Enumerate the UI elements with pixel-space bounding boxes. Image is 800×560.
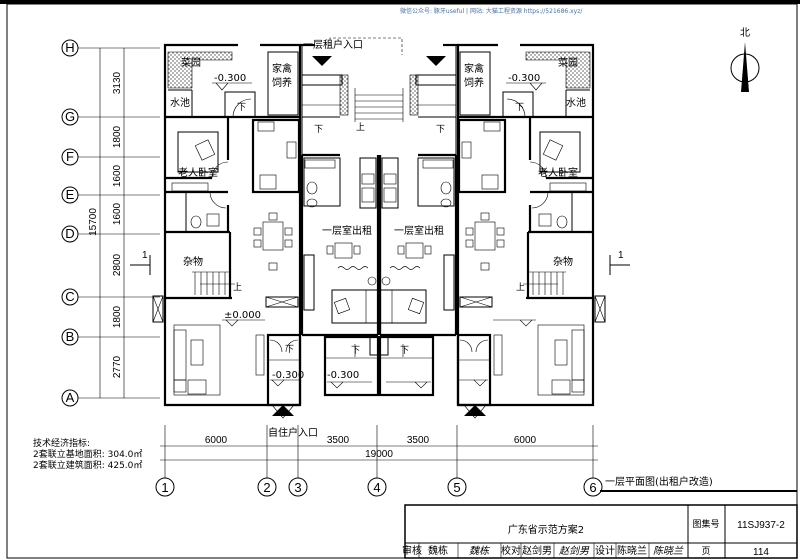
north-arrow-icon: [741, 42, 749, 92]
label-garden-right: 菜园: [558, 57, 578, 69]
axis-E: E: [66, 187, 75, 202]
label-down-stair-right: 下: [436, 125, 445, 135]
label-elder-bedroom-right: 老人卧室: [538, 166, 578, 179]
tech-indicators: 技术经济指标: 2套联立基地面积: 304.0㎡ 2套联立建筑面积: 425.0…: [33, 437, 142, 471]
checker-name: 赵剑男: [522, 544, 552, 557]
axis-4: 4: [373, 480, 380, 495]
dim-v-1: 3130: [112, 71, 123, 94]
design-label: 设计: [595, 544, 615, 557]
axis-H: H: [65, 40, 74, 55]
label-down-left-1: 下: [237, 103, 246, 113]
label-down-stair-left: 下: [314, 125, 323, 135]
atlas-label: 图集号: [692, 518, 719, 530]
axis-2: 2: [263, 480, 270, 495]
dim-v-6: 1800: [112, 305, 123, 328]
check-label: 校对: [501, 544, 521, 557]
watermark-banner: 微信公众号: 豚牙useful | 网站: 大猫工程资源 https://521…: [400, 7, 583, 15]
axis-D: D: [65, 226, 74, 241]
review-label: 审核: [402, 544, 422, 557]
label-poultry-right-1: 家禽: [464, 62, 484, 75]
section-mark-right: 1: [618, 250, 624, 261]
label-up-stair: 上: [356, 122, 365, 133]
level-garden-left: -0.300: [214, 73, 246, 84]
label-poultry-right-2: 饲养: [464, 76, 484, 89]
dim-v-4: 1600: [112, 202, 123, 225]
dim-v-3: 1600: [112, 164, 123, 187]
label-elder-bedroom-left: 老人卧室: [178, 166, 218, 179]
axis-C: C: [65, 289, 74, 304]
drawing-title: 一层平面图(出租户改造): [605, 475, 713, 488]
label-down-right-1: 下: [515, 103, 524, 113]
tech-site-area: 2套联立基地面积: 304.0㎡: [33, 448, 142, 460]
axis-G: G: [65, 109, 75, 124]
dim-v-7: 2770: [112, 355, 123, 378]
rental-right: [377, 43, 458, 397]
dim-v-2: 1800: [112, 125, 123, 148]
label-storage-left: 杂物: [183, 255, 203, 268]
level-living-left: ±0.000: [224, 310, 261, 321]
scheme-title: 广东省示范方案2: [508, 523, 584, 536]
page-number: 114: [753, 547, 769, 558]
axis-B: B: [66, 329, 75, 344]
level-porch-left: -0.300: [272, 370, 304, 381]
designer-name: 陈晓兰: [617, 544, 647, 557]
room-labels: 菜园 水池 家禽 饲养 -0.300 下 老人卧室 杂物 上 ±0.000 -0…: [170, 38, 586, 439]
axis-3: 3: [294, 480, 301, 495]
north-label: 北: [740, 27, 750, 39]
level-garden-right: -0.300: [508, 73, 540, 84]
label-rental-right: 一层室出租: [394, 224, 444, 237]
north-arrow: 北: [730, 27, 760, 92]
label-down-rental-right: 下: [400, 346, 409, 356]
label-owner-entrance: 自住户入口: [268, 426, 318, 439]
page-label: 页: [701, 546, 710, 557]
label-poultry-left-2: 饲养: [272, 76, 292, 89]
grid-axes-rows: H G F E D C B A 3130 1800 1600 1600 2800…: [61, 39, 160, 407]
section-marks: 1 1: [130, 250, 630, 275]
axis-A: A: [66, 390, 75, 405]
label-down-left-2: 下: [285, 345, 294, 355]
top-border: [0, 0, 800, 4]
label-down-rental-left: 下: [351, 346, 360, 356]
dim-h-3: 3500: [407, 435, 430, 446]
axis-F: F: [66, 149, 74, 164]
sheet-frame: [6, 3, 798, 559]
reviewer-signature: 魏栋: [469, 545, 491, 557]
grid-axes-cols: 1 2 3 4 5 6 6000 3500 3500 6000 19000: [155, 425, 603, 497]
section-mark-left: 1: [142, 250, 148, 261]
dim-v-5: 2800: [112, 253, 123, 276]
label-up-left: 上: [233, 282, 242, 293]
axis-1: 1: [161, 480, 168, 495]
checker-signature: 赵剑男: [559, 545, 590, 557]
building-plan: [151, 37, 607, 420]
rental-left: [300, 43, 381, 397]
tech-floor-area: 2套联立建筑面积: 425.0㎡: [33, 459, 142, 471]
dim-h-2: 3500: [327, 435, 350, 446]
title-block: 广东省示范方案2 图集号 11SJ937-2 审核 魏栋 魏栋 校对 赵剑男 赵…: [402, 504, 798, 559]
label-up-right: 上: [516, 282, 525, 293]
label-garden-left: 菜园: [181, 57, 201, 69]
label-rental-left: 一层室出租: [322, 224, 372, 237]
reviewer-name: 魏栋: [428, 544, 448, 557]
label-poultry-left-1: 家禽: [272, 62, 292, 75]
label-tenant-entrance: 一层租户入口: [303, 38, 363, 51]
dim-h-total: 19000: [365, 449, 393, 460]
dim-h-4: 6000: [514, 435, 537, 446]
axis-6: 6: [589, 480, 596, 495]
tech-title: 技术经济指标:: [33, 437, 90, 449]
level-rental-porch: -0.300: [327, 370, 359, 381]
atlas-number: 11SJ937-2: [737, 520, 785, 531]
designer-signature: 陈晓兰: [653, 545, 684, 557]
dim-v-total: 15700: [88, 208, 99, 236]
dim-h-1: 6000: [205, 435, 228, 446]
label-pool-right: 水池: [566, 96, 586, 109]
label-storage-right: 杂物: [553, 255, 573, 268]
label-pool-left: 水池: [170, 96, 190, 109]
axis-5: 5: [453, 480, 460, 495]
